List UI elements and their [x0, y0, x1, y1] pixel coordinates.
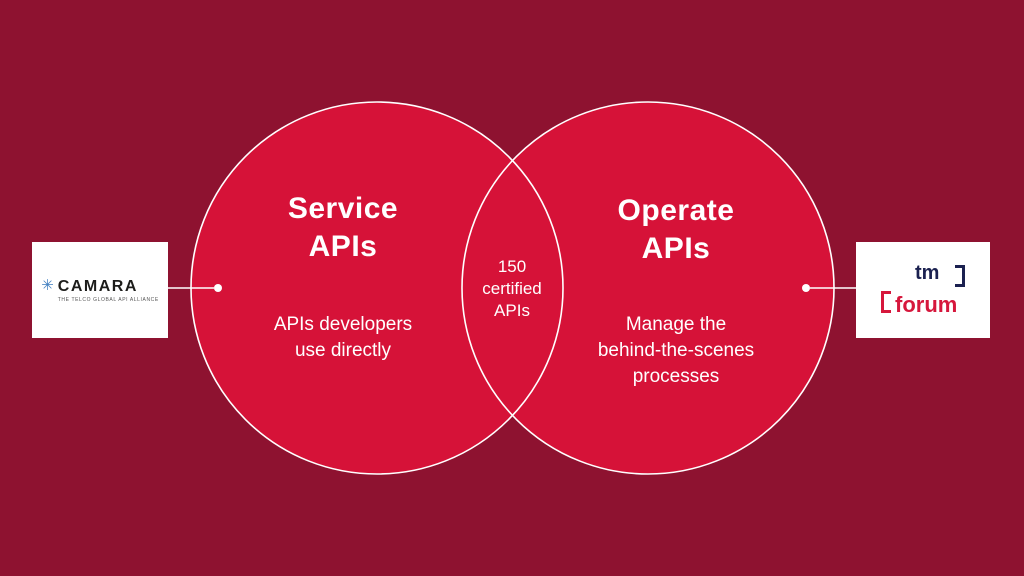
- tmforum-connector-dot: [802, 284, 810, 292]
- intersection-label: 150 certified APIs: [482, 257, 542, 320]
- operate-apis-title: Operate APIs: [617, 194, 735, 265]
- camara-logo: ✳ CAMARA THE TELCO GLOBAL API ALLIANCE: [41, 276, 159, 303]
- camara-logo-text: CAMARA THE TELCO GLOBAL API ALLIANCE: [58, 278, 159, 303]
- service-apis-circle: [191, 102, 563, 474]
- operate-apis-description: Manage the behind-the-scenes processes: [597, 314, 755, 387]
- service-apis-description: APIs developers use directly: [273, 314, 413, 361]
- tmforum-logo-card: tm forum: [856, 242, 990, 338]
- tmforum-forum-text: forum: [895, 292, 958, 317]
- service-apis-title: Service APIs: [287, 192, 399, 263]
- tmforum-bracket-left-icon: [881, 291, 891, 313]
- operate-apis-circle: [462, 102, 834, 474]
- camara-tagline: THE TELCO GLOBAL API ALLIANCE: [57, 296, 159, 303]
- camara-connector-dot: [214, 284, 222, 292]
- tmforum-bracket-right-icon: [955, 265, 965, 287]
- camara-wordmark: CAMARA: [57, 277, 138, 295]
- tmforum-logo: tm forum: [881, 263, 965, 317]
- tmforum-tm-text: tm: [915, 262, 940, 284]
- camara-asterisk-icon: ✳: [41, 276, 54, 294]
- camara-logo-card: ✳ CAMARA THE TELCO GLOBAL API ALLIANCE: [32, 242, 168, 338]
